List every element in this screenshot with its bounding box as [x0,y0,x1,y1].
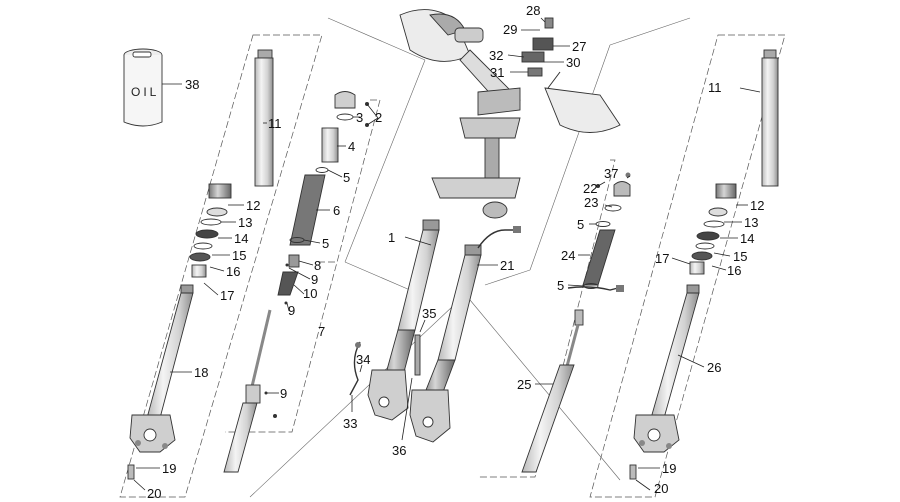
part-label-5-b: 5 [322,236,329,251]
part-label-12-left: 12 [246,198,260,213]
part-label-19-left: 19 [162,461,176,476]
left-seals [189,207,228,278]
part-label-22: 22 [583,181,597,196]
part-label-29: 29 [503,22,517,37]
part-label-14-right: 14 [740,231,754,246]
part-label-31: 31 [490,65,504,80]
part-label-18: 18 [194,365,208,380]
right-fork-slider [629,284,700,480]
part-label-5-c: 5 [577,217,584,232]
part-label-9-c: 9 [280,386,287,401]
group-frame-left [119,34,323,498]
group-frame-center-left [225,99,381,433]
part-label-5-d: 5 [557,278,564,293]
sensor-wires [349,285,624,396]
part-label-28: 28 [526,3,540,18]
part-label-11-right: 11 [708,80,722,95]
part-label-3: 3 [356,110,363,125]
part-label-5-a: 5 [343,170,350,185]
part-label-6: 6 [333,203,340,218]
part-label-17-left: 17 [220,288,234,303]
group-frame-center-right [478,159,616,478]
part-label-23: 23 [584,195,598,210]
oil-can-text: OIL [131,85,159,99]
part-label-9-a: 9 [311,272,318,287]
part-label-16-left: 16 [226,264,240,279]
part-label-34: 34 [356,352,370,367]
assembly-guide-lines [249,17,691,498]
handlebar-assembly [399,9,621,219]
part-label-37: 37 [604,166,618,181]
part-label-24: 24 [561,248,575,263]
group-frame-right [589,34,786,498]
oil-can: OIL [123,48,163,127]
right-seals [689,207,728,275]
part-label-13-right: 13 [744,215,758,230]
left-fork-slider [127,284,194,480]
right-fork-tube [715,49,779,199]
part-label-35: 35 [422,306,436,321]
part-label-26: 26 [707,360,721,375]
part-label-15-left: 15 [232,248,246,263]
part-label-20-right: 20 [654,481,668,496]
cartridge-parts [223,91,369,473]
part-label-9-b: 9 [288,303,295,318]
assembled-fork-left [367,219,440,421]
part-label-21: 21 [500,258,514,273]
part-label-27: 27 [572,39,586,54]
part-label-11-left: 11 [268,116,282,131]
part-label-32: 32 [489,48,503,63]
part-label-7: 7 [318,324,325,339]
part-label-10: 10 [303,286,317,301]
part-label-1: 1 [388,230,395,245]
right-cartridge-parts [521,172,631,473]
part-label-13-left: 13 [238,215,252,230]
part-label-2: 2 [375,110,382,125]
part-label-25: 25 [517,377,531,392]
part-label-15-right: 15 [733,249,747,264]
part-label-4: 4 [348,139,355,154]
part-label-16-right: 16 [727,263,741,278]
assembled-fork-right [409,226,521,443]
part-label-33: 33 [343,416,357,431]
part-label-38: 38 [185,77,199,92]
left-fork-tube [208,49,274,199]
part-label-8: 8 [314,258,321,273]
part-label-30: 30 [566,55,580,70]
part-label-17-right: 17 [655,251,669,266]
part-label-12-right: 12 [750,198,764,213]
part-label-19-right: 19 [662,461,676,476]
part-label-14-left: 14 [234,231,248,246]
part-label-36: 36 [392,443,406,458]
part-label-20-left: 20 [147,486,161,501]
